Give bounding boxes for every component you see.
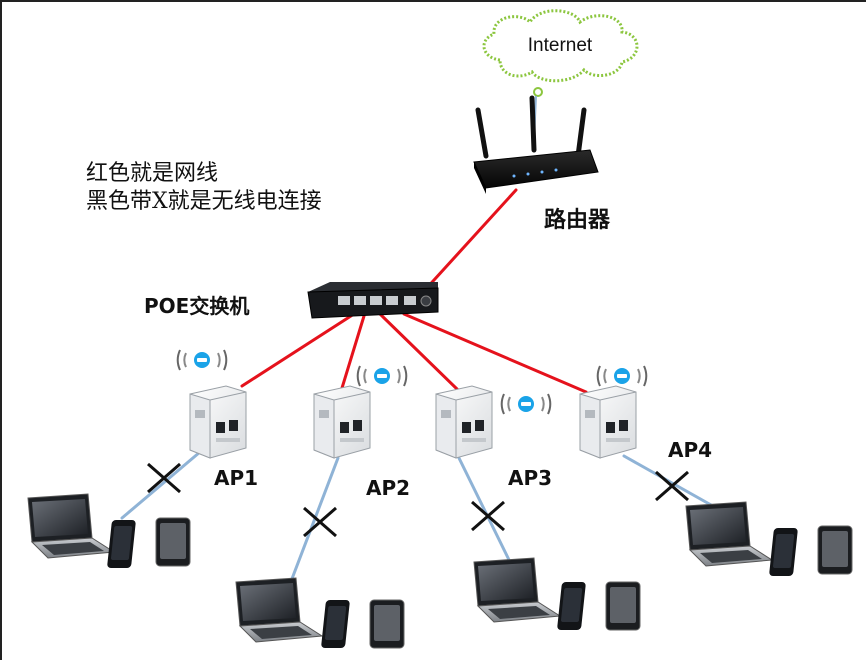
wifi-signal-icon — [356, 365, 408, 387]
ap3-device-icon — [435, 385, 493, 459]
internet-label: Internet — [528, 35, 593, 56]
internet-cloud: Internet — [482, 9, 639, 97]
wireless-link-ap2 — [288, 456, 340, 586]
wired-link-ap3 — [378, 312, 460, 392]
legend-black-x: 黑色带X就是无线电连接 — [86, 189, 322, 214]
wireless-link-ap1 — [120, 450, 202, 520]
router-label: 路由器 — [544, 208, 611, 233]
frame-top-border — [0, 0, 866, 2]
ap4-label: AP4 — [668, 438, 713, 462]
legend: 红色就是网线 黑色带X就是无线电连接 — [86, 160, 322, 216]
wireless-cross-icon — [302, 506, 338, 538]
wireless-cross-icon — [654, 470, 690, 502]
ap2-label: AP2 — [366, 476, 411, 500]
ap1-label: AP1 — [214, 466, 259, 490]
ap4-device-icon — [579, 385, 637, 459]
wifi-signal-icon — [176, 349, 228, 371]
phone-icon — [556, 582, 586, 630]
wired-link-ap1 — [240, 312, 356, 388]
laptop-icon — [27, 493, 115, 559]
wireless-links — [120, 450, 722, 586]
phone-icon — [320, 600, 350, 648]
tablet-icon — [817, 525, 853, 575]
wireless-link-ap4 — [622, 454, 722, 512]
wifi-signal-icon — [500, 393, 552, 415]
wireless-cross-icon — [470, 500, 506, 532]
router-icon — [473, 95, 599, 194]
poe-switch-label: POE交换机 — [144, 294, 250, 318]
phone-icon — [768, 528, 798, 576]
wifi-signal-icon — [596, 365, 648, 387]
frame-left-border — [0, 0, 2, 660]
legend-red-line: 红色就是网线 — [86, 161, 219, 186]
phone-icon — [106, 520, 136, 568]
laptop-icon — [473, 557, 561, 623]
ap2-device-icon — [313, 385, 371, 459]
tablet-icon — [155, 517, 191, 567]
wired-link-ap4 — [402, 312, 588, 394]
wired-link-ap2 — [340, 314, 366, 390]
tablet-icon — [369, 599, 405, 649]
ap1-device-icon — [189, 385, 247, 459]
wireless-link-ap3 — [456, 454, 514, 568]
laptop-icon — [235, 577, 323, 643]
wireless-cross-icon — [146, 462, 182, 494]
ap3-label: AP3 — [508, 466, 553, 490]
poe-switch-icon — [307, 282, 439, 319]
laptop-icon — [685, 501, 773, 567]
tablet-icon — [605, 581, 641, 631]
